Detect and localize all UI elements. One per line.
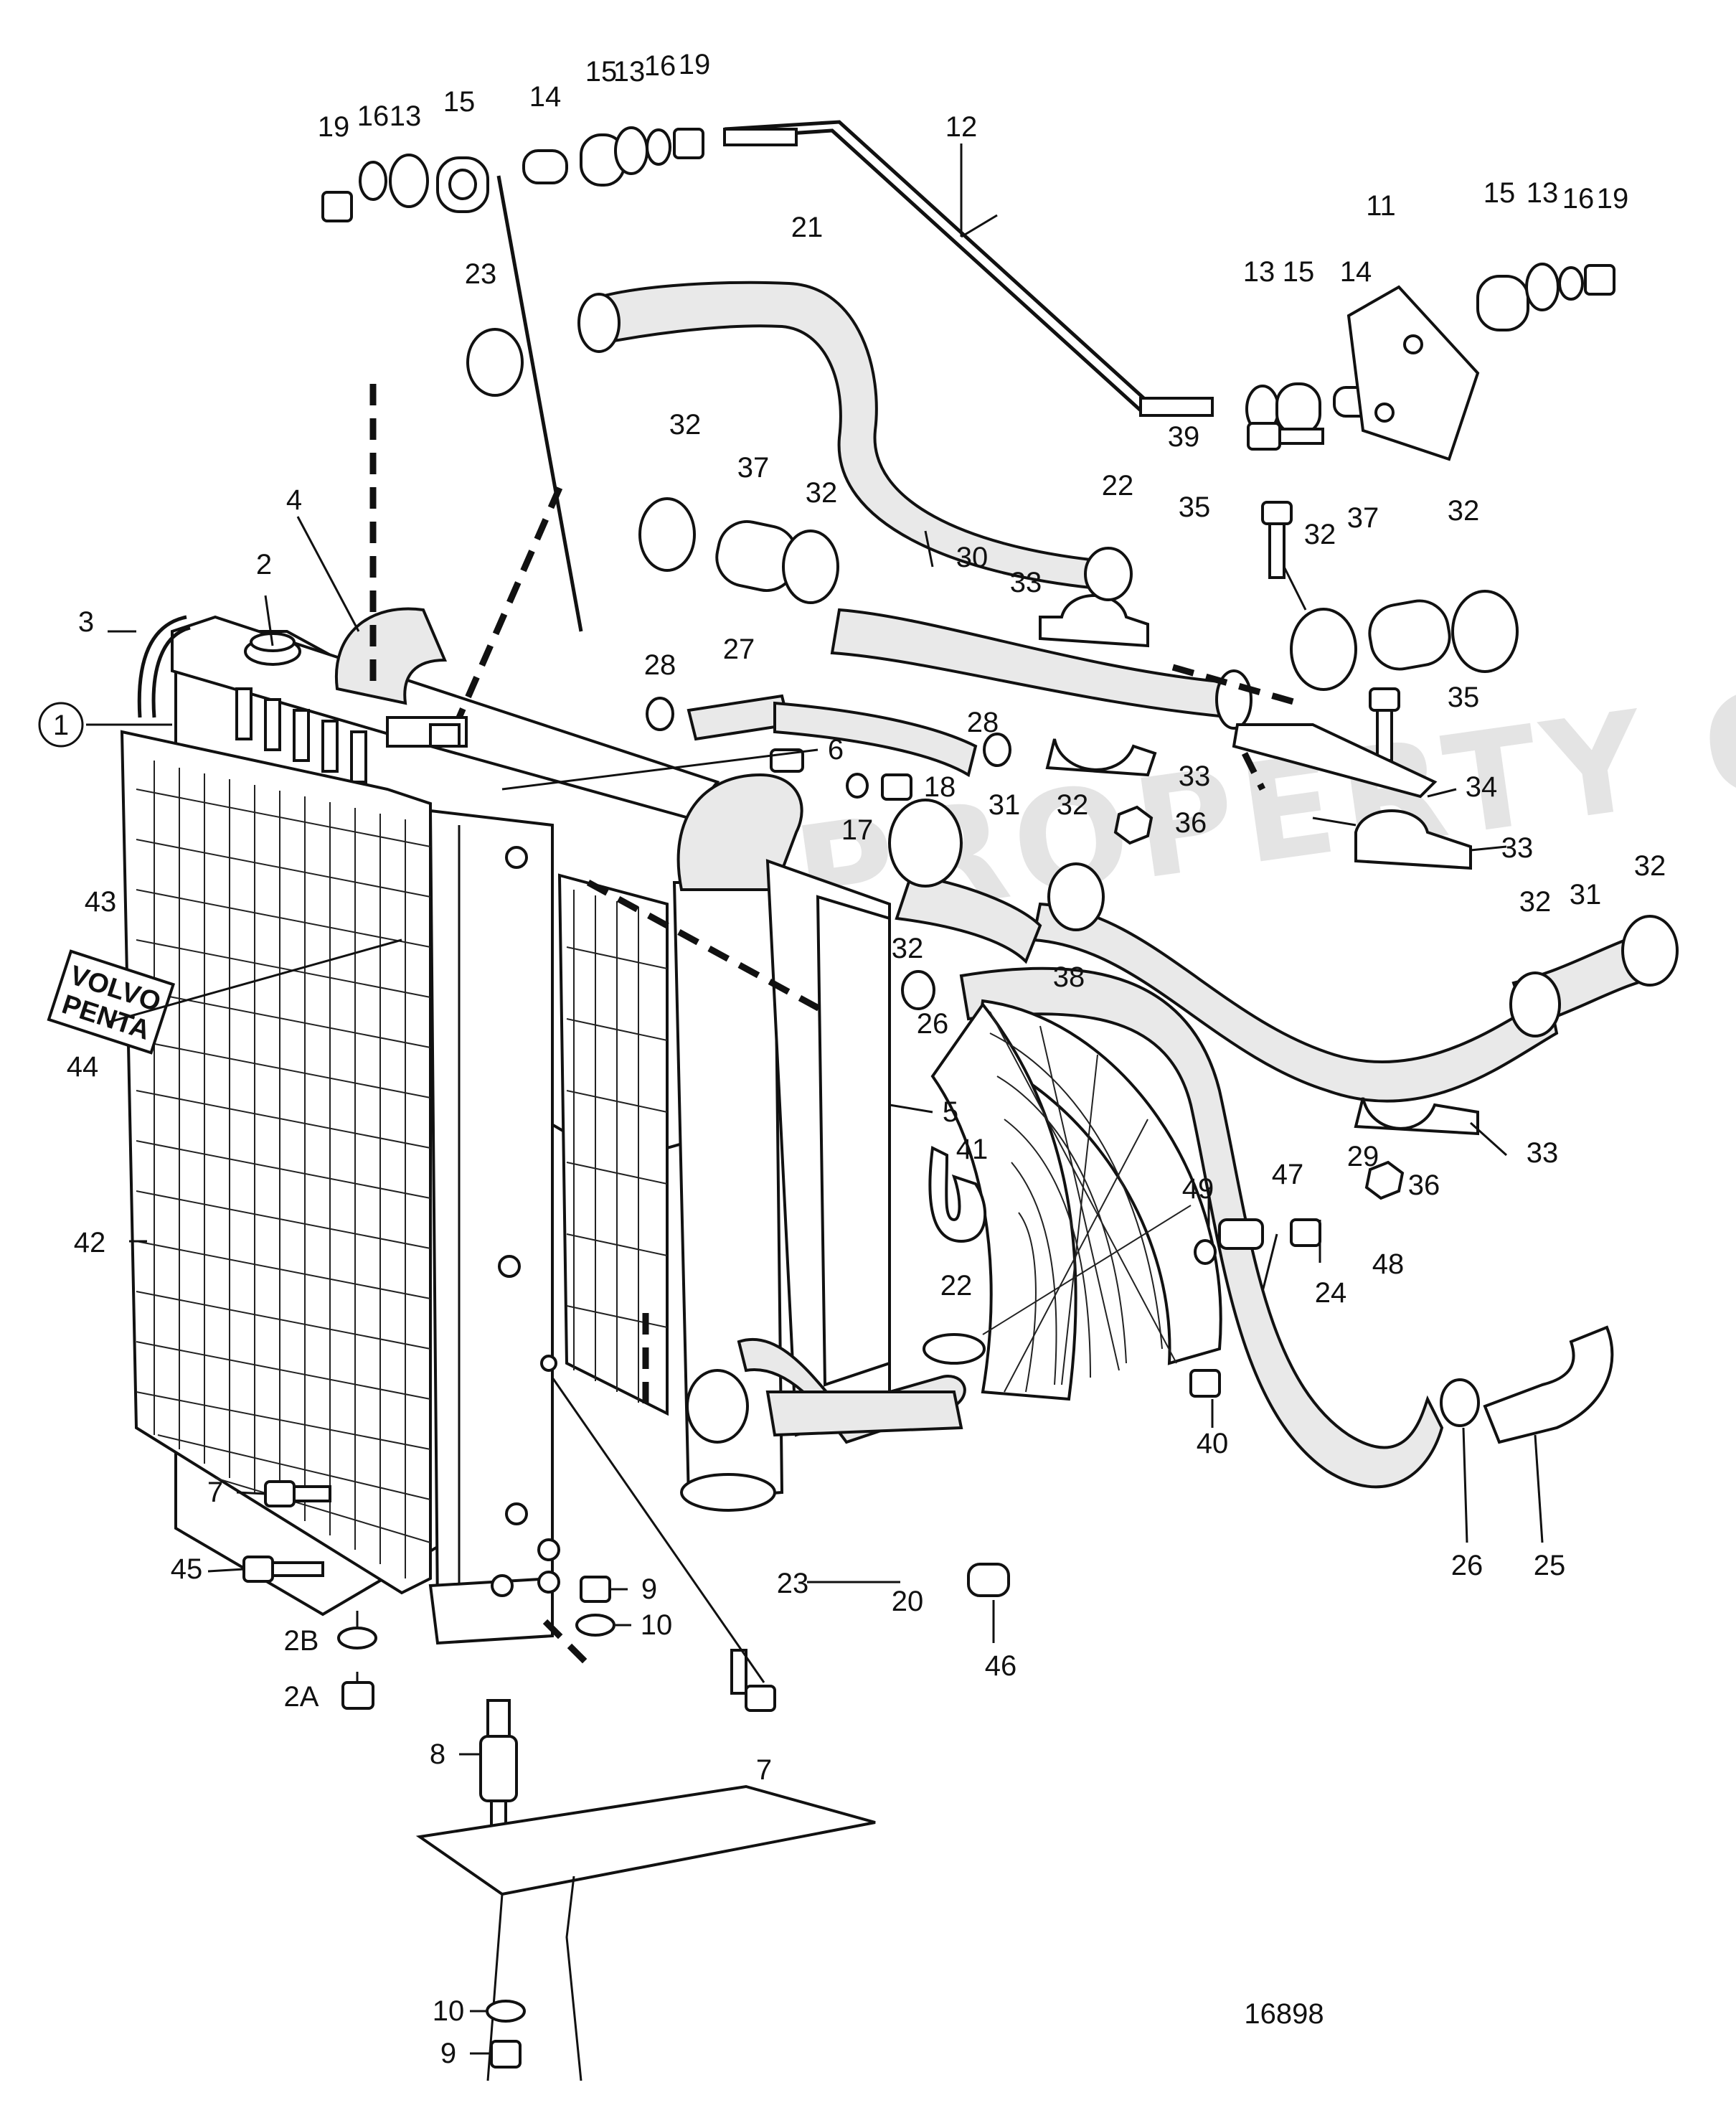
callout-21: 21 — [791, 212, 824, 243]
callout-32-a: 32 — [669, 409, 702, 441]
callout-35-upper: 35 — [1179, 491, 1211, 523]
callout-32-e: 32 — [1057, 789, 1089, 821]
callout-28-right: 28 — [967, 707, 999, 738]
assembly-dashes — [369, 175, 1300, 1667]
callout-25: 25 — [1534, 1550, 1566, 1581]
callout-2: 2 — [256, 549, 272, 580]
callout-1: 1 — [53, 710, 69, 741]
callout-35-lower: 35 — [1448, 682, 1480, 713]
callout-31-left: 31 — [989, 789, 1021, 821]
callout-labels: 1 2 2A 2B 3 4 5 6 7 7 8 9 9 10 10 11 12 … — [38, 49, 1666, 2069]
callout-14-a: 14 — [529, 81, 562, 113]
callout-36-lower: 36 — [1408, 1170, 1440, 1201]
callout-38: 38 — [1053, 961, 1085, 993]
shroud-mesh — [566, 890, 668, 1403]
callout-3: 3 — [78, 606, 94, 638]
callout-40: 40 — [1197, 1428, 1229, 1459]
callout-42: 42 — [74, 1227, 106, 1258]
callout-32-f: 32 — [892, 933, 924, 964]
radiator-assembly — [120, 607, 891, 1645]
radiator-grille-mesh — [136, 761, 431, 1578]
callout-23-upper: 23 — [465, 258, 497, 290]
callout-15-c: 15 — [1283, 256, 1315, 288]
callout-37-right: 37 — [1347, 502, 1379, 534]
callout-18: 18 — [924, 771, 956, 803]
callout-33-b: 33 — [1179, 761, 1211, 792]
callout-39: 39 — [1168, 421, 1200, 453]
fan-guard — [930, 999, 1222, 1401]
callout-10-upper: 10 — [641, 1609, 673, 1641]
callout-15-a: 15 — [443, 86, 476, 118]
callout-32-c: 32 — [1304, 519, 1336, 550]
callout-33-a: 33 — [1010, 567, 1042, 598]
callout-19-a: 19 — [318, 111, 350, 143]
callout-33-d: 33 — [1527, 1137, 1559, 1169]
callout-16-a: 16 — [357, 100, 390, 132]
callout-44: 44 — [67, 1051, 99, 1083]
callout-46: 46 — [985, 1650, 1017, 1682]
callout-15-b: 15 — [585, 56, 618, 88]
callout-37-left: 37 — [737, 452, 770, 484]
drawing-number: 16898 — [1244, 1998, 1324, 2030]
callout-22-lower: 22 — [940, 1270, 973, 1302]
callout-17: 17 — [841, 814, 874, 846]
callout-31-right: 31 — [1570, 879, 1602, 910]
callout-11: 11 — [1366, 190, 1396, 222]
callout-14-b: 14 — [1340, 256, 1372, 288]
callout-36-upper: 36 — [1175, 807, 1207, 839]
callout-circle-1 — [38, 702, 84, 748]
hardware-group — [242, 126, 1679, 2081]
callout-6: 6 — [828, 734, 844, 766]
callout-24: 24 — [1315, 1277, 1347, 1309]
callout-9-lower: 9 — [440, 2038, 456, 2069]
callout-49: 49 — [1182, 1173, 1214, 1205]
callout-13-c: 13 — [1243, 256, 1275, 288]
callout-5: 5 — [943, 1096, 958, 1128]
callout-32-d: 32 — [1448, 495, 1480, 527]
callout-2A: 2A — [284, 1681, 319, 1713]
callout-47: 47 — [1272, 1159, 1304, 1190]
callout-10-lower: 10 — [433, 1995, 465, 2027]
callout-15-d: 15 — [1483, 177, 1516, 209]
callout-30: 30 — [956, 542, 989, 573]
callout-32-g: 32 — [1519, 886, 1552, 918]
callout-45: 45 — [171, 1553, 203, 1585]
callout-19-c: 19 — [1597, 183, 1629, 215]
callout-32-b: 32 — [806, 477, 838, 509]
callout-34: 34 — [1466, 771, 1498, 803]
callout-22-upper: 22 — [1102, 470, 1134, 502]
callout-33-c: 33 — [1501, 832, 1534, 864]
callout-48: 48 — [1372, 1248, 1405, 1280]
callout-28-left: 28 — [644, 649, 676, 681]
callout-16-b: 16 — [644, 50, 676, 82]
callout-26-upper: 26 — [917, 1008, 949, 1040]
callout-13-d: 13 — [1527, 177, 1559, 209]
callout-32-h: 32 — [1634, 850, 1666, 882]
callout-23-lower: 23 — [777, 1568, 809, 1599]
callout-7-right: 7 — [756, 1754, 772, 1786]
callout-16-c: 16 — [1562, 183, 1595, 215]
callout-2B: 2B — [284, 1625, 319, 1657]
callout-26-lower: 26 — [1451, 1550, 1483, 1581]
callout-20: 20 — [892, 1586, 924, 1617]
callout-19-b: 19 — [679, 49, 711, 80]
callout-27: 27 — [723, 634, 755, 665]
callout-4: 4 — [286, 484, 302, 516]
callout-41: 41 — [956, 1134, 989, 1165]
callout-13-a: 13 — [390, 100, 422, 132]
callout-29: 29 — [1347, 1141, 1379, 1172]
callout-8: 8 — [430, 1738, 445, 1770]
callout-9-upper: 9 — [641, 1573, 657, 1605]
callout-7-left: 7 — [207, 1477, 223, 1508]
callout-12: 12 — [945, 111, 978, 143]
callout-13-b: 13 — [613, 56, 646, 88]
callout-43: 43 — [85, 886, 117, 918]
leader-lines — [86, 143, 1544, 2055]
